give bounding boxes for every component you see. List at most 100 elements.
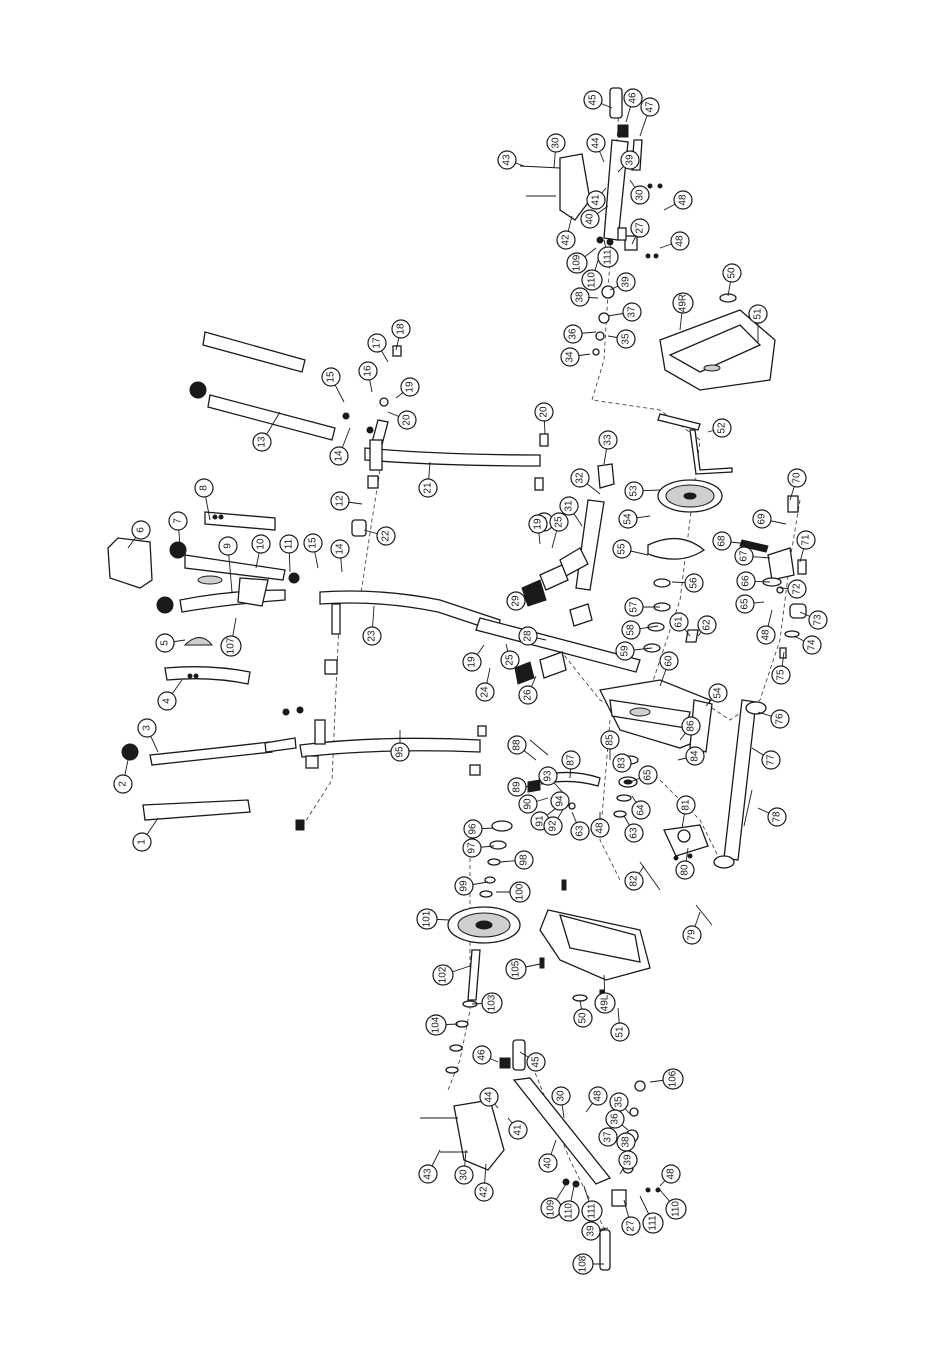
callout-circle [598, 430, 618, 450]
frame-23 [319, 590, 501, 633]
callout-label: 19 [467, 656, 478, 668]
callout-circle [624, 823, 644, 843]
callout-84: 84 [677, 746, 705, 766]
callout-circle [590, 818, 610, 838]
callout-59: 59 [615, 641, 653, 661]
callout-label: 95 [395, 746, 406, 758]
callout-label: 48 [666, 1168, 677, 1180]
console-6 [107, 537, 153, 589]
callout-label: 11 [284, 538, 295, 549]
callout-circle [463, 819, 483, 839]
callout-circle [518, 685, 538, 705]
callout-circle [682, 925, 702, 945]
callout-89: 89 [507, 777, 539, 797]
callout-101: 101 [416, 908, 451, 930]
callout-44: 44 [479, 1087, 499, 1109]
callout-label: 19 [405, 381, 416, 393]
callout-label: 57 [629, 601, 640, 613]
callout-label: 41 [591, 194, 602, 206]
callout-circle [321, 367, 341, 387]
callout-label: 45 [588, 94, 599, 106]
callout-label: 40 [585, 213, 596, 225]
callout-circle [669, 612, 689, 632]
callout-label: 107 [226, 637, 237, 654]
callout-circle [497, 150, 517, 170]
callout-14: 14 [330, 539, 350, 573]
callout-49L: 49L [594, 974, 616, 1014]
callout-label: 67 [739, 550, 750, 562]
callout-83: 83 [612, 753, 632, 773]
pedal-42R [559, 153, 591, 221]
callout-label: 48 [678, 194, 689, 206]
callout-13: 13 [252, 411, 281, 452]
callout-label: 30 [551, 137, 562, 149]
callout-circle [586, 190, 606, 210]
callout-label: 78 [772, 811, 783, 823]
callout-111: 111 [581, 1185, 603, 1222]
callout-circle [638, 765, 658, 785]
callout-9: 9 [218, 536, 238, 593]
callout-label: 65 [643, 769, 654, 781]
callout-41: 41 [586, 187, 607, 210]
callout-label: 46 [477, 1049, 488, 1061]
callout-21: 21 [418, 461, 438, 498]
callout-label: 109 [546, 1199, 557, 1216]
callout-label: 48 [595, 822, 606, 834]
callout-label: 83 [617, 757, 628, 769]
callout-65: 65 [629, 765, 658, 785]
callout-label: 25 [554, 516, 565, 528]
callout-circle [132, 832, 152, 852]
callout-103: 103 [471, 992, 503, 1014]
callout-circle [665, 1198, 687, 1220]
callout-circle [605, 1109, 625, 1129]
callout-110: 110 [558, 1185, 580, 1222]
main-frame-group [282, 590, 711, 831]
callout-30: 30 [551, 1086, 571, 1119]
callout-label: 39 [621, 276, 632, 288]
callout-108: 108 [572, 1253, 604, 1275]
callout-circle [600, 730, 620, 750]
callout-111: 111 [639, 1195, 664, 1234]
callout-circle [787, 468, 807, 488]
callout-66: 66 [736, 571, 771, 591]
callout-label: 54 [623, 513, 634, 525]
callout-circle [640, 97, 660, 117]
callout-38: 38 [570, 287, 599, 307]
callout-57: 57 [624, 597, 660, 617]
callout-circle [787, 579, 807, 599]
callout-label: 48 [593, 1090, 604, 1102]
callout-label: 51 [615, 1026, 626, 1038]
grip-tube-top [202, 331, 306, 373]
callout-111: 111 [597, 239, 619, 268]
callout-circle [508, 1120, 528, 1140]
callout-34: 34 [560, 347, 591, 367]
callout-circle [303, 533, 323, 553]
callout-circle [279, 534, 299, 554]
post-31 [575, 499, 605, 591]
callout-label: 8 [199, 485, 210, 491]
callout-32: 32 [570, 468, 601, 495]
callout-51: 51 [748, 304, 768, 342]
callout-39: 39 [581, 1221, 609, 1241]
callout-label: 1 [137, 839, 148, 845]
belt-55 [647, 538, 706, 560]
callout-circle [559, 496, 579, 516]
callout-50: 50 [722, 263, 742, 297]
end-cap-top [189, 381, 207, 399]
callout-label: 3 [142, 725, 153, 731]
callout-107: 107 [220, 617, 242, 657]
callout-label: 26 [523, 689, 534, 701]
seat-post-group [514, 463, 615, 685]
callout-circle [659, 651, 679, 671]
callout-98: 98 [499, 850, 534, 870]
callout-label: 14 [334, 450, 345, 462]
callout-label: 21 [423, 482, 434, 494]
callout-label: 38 [621, 1136, 632, 1148]
callout-label: 92 [548, 820, 559, 832]
callout-label: 82 [629, 875, 640, 887]
washer-96 [491, 820, 513, 832]
callout-label: 111 [603, 249, 614, 265]
callout-label: 36 [610, 1113, 621, 1125]
callout-label: 104 [431, 1016, 442, 1033]
callout-circle [481, 992, 503, 1014]
